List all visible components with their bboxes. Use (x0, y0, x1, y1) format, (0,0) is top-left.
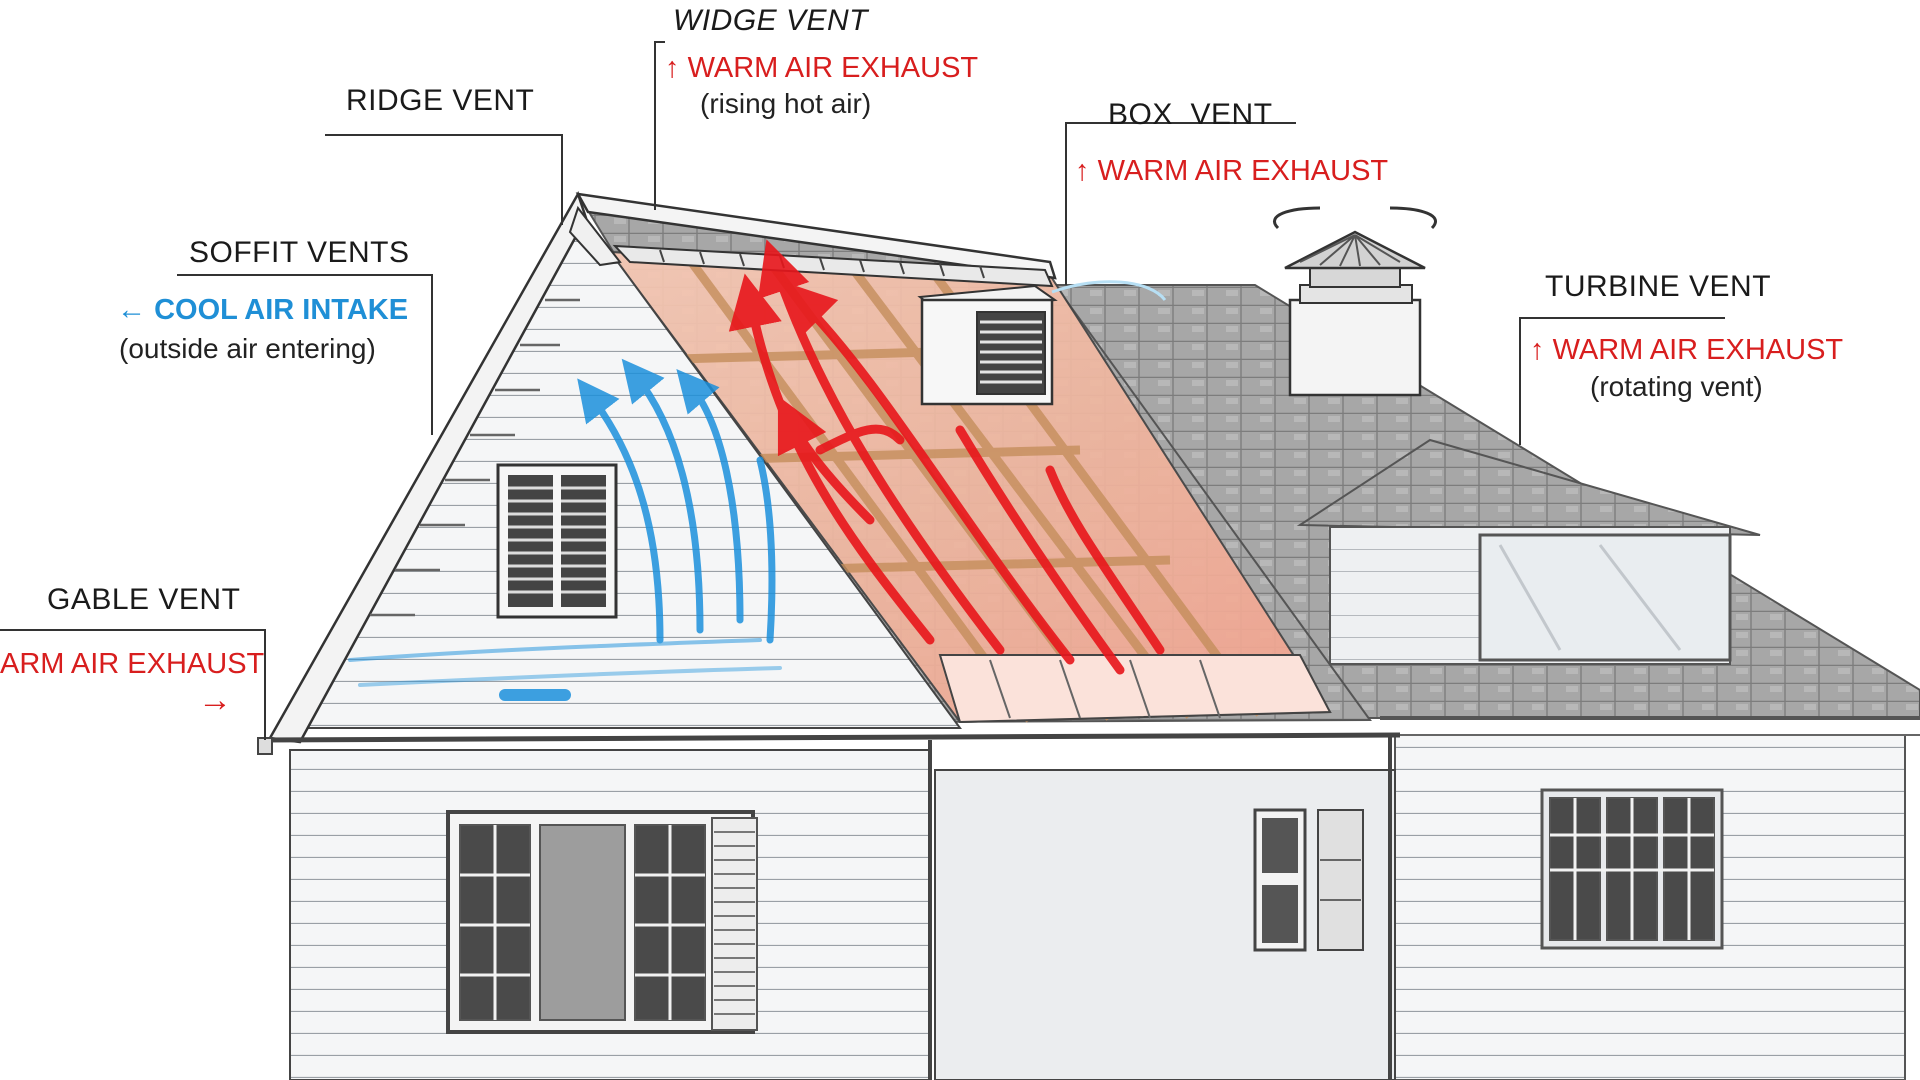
attic-bottom-frame (938, 654, 1332, 724)
box-vent-title: BOX VENT (1108, 98, 1273, 131)
soffit-vents-sub: (outside air entering) (119, 333, 376, 364)
soffit-vents-flow-text: COOL AIR INTAKE (154, 294, 409, 326)
cool-air-arrows (348, 358, 782, 701)
widge-vent-flow: ↑ WARM AIR EXHAUST (665, 54, 978, 83)
turbine-vent (1273, 206, 1437, 397)
turbine-vent-flow: ↑ WARM AIR EXHAUST (1530, 336, 1843, 365)
right-window (1540, 788, 1724, 950)
box-vent (917, 280, 1167, 406)
arrow-up-icon: ↑ (1075, 155, 1090, 187)
box-vent-flow: ↑ WARM AIR EXHAUST (1075, 157, 1388, 186)
warm-air-arrows (728, 239, 1165, 675)
turbine-vent-title: TURBINE VENT (1545, 270, 1772, 303)
widge-vent-flow-text: WARM AIR EXHAUST (687, 52, 979, 84)
ridge-vent-strip (612, 244, 1054, 288)
main-window (446, 810, 758, 1034)
turbine-vent-flow-text: WARM AIR EXHAUST (1552, 334, 1844, 366)
soffit-vents-flow: ← COOL AIR INTAKE (117, 296, 408, 325)
soffit-vents-title: SOFFIT VENTS (189, 236, 410, 269)
right-wing (1027, 284, 1920, 1080)
gable-vent-title: GABLE VENT (47, 583, 241, 616)
leader-lines (0, 41, 1725, 740)
arrow-up-icon: ↑ (665, 52, 680, 84)
arrow-up-icon: ↑ (1530, 334, 1545, 366)
soffit-vent-slats (370, 298, 580, 617)
widge-vent-title: WIDGE VENT (673, 4, 869, 37)
box-vent-flow-text: WARM AIR EXHAUST (1097, 155, 1389, 187)
arrow-left-icon: ← (117, 294, 146, 326)
widge-vent-sub: (rising hot air) (700, 88, 872, 119)
dormer-window (1478, 533, 1732, 662)
turbine-vent-sub: (rotating vent) (1590, 371, 1763, 402)
gable-vent-flow: ARM AIR EXHAUST (0, 648, 265, 680)
center-window (1253, 808, 1364, 952)
ridge-board (575, 192, 1057, 280)
arrow-right-icon: → (198, 681, 232, 719)
gable-vent (496, 463, 618, 619)
ridge-vent-title: RIDGE VENT (346, 84, 535, 117)
